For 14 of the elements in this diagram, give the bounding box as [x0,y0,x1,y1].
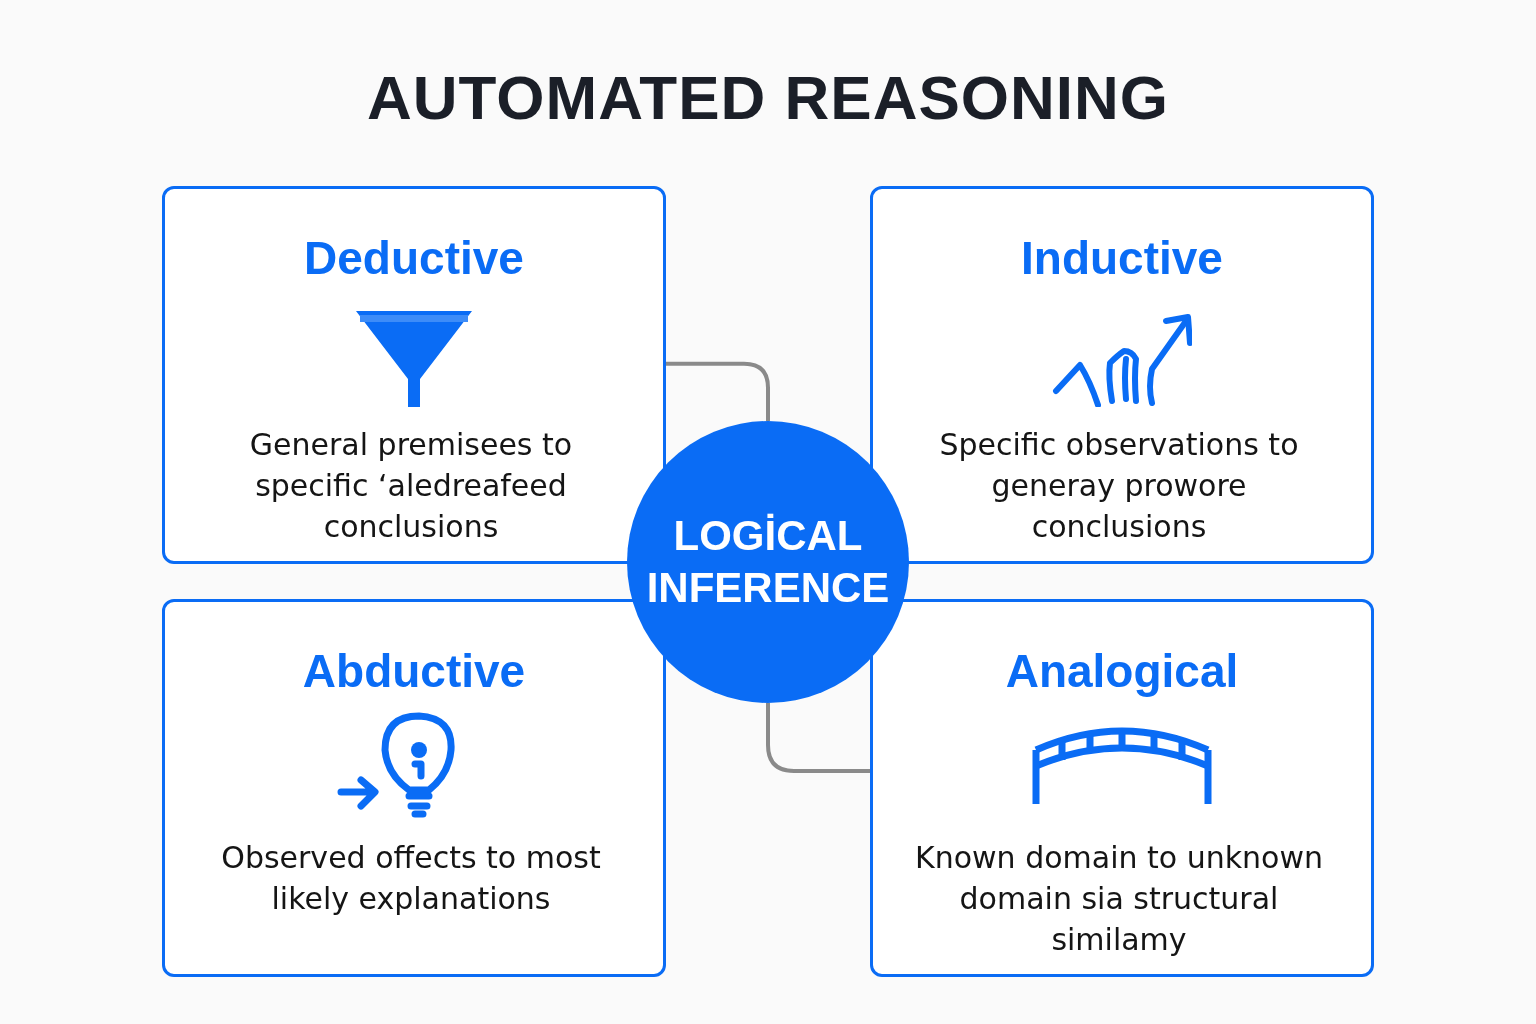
connector-line [666,361,770,421]
circle-label: LOGİCAL INFERENCE [645,511,891,613]
card-heading: Inductive [1021,231,1223,285]
card-description: Specific observations to generay prowore conclusions [938,426,1300,546]
card-description: Observed offects to most likely explanations [220,839,602,918]
connector-line [766,703,870,773]
card-description: Known domain to unknown domain sia structural similamy [914,839,1324,959]
card-description: General premisees to specific ‘aledreafeed conclusions [248,426,574,546]
category-card [870,186,1374,564]
diagram-title: AUTOMATED REASONING [365,62,1171,133]
card-heading: Analogical [1005,644,1239,698]
category-card [162,186,666,564]
card-heading: Deductive [304,231,524,285]
card-heading: Abductive [302,644,526,698]
